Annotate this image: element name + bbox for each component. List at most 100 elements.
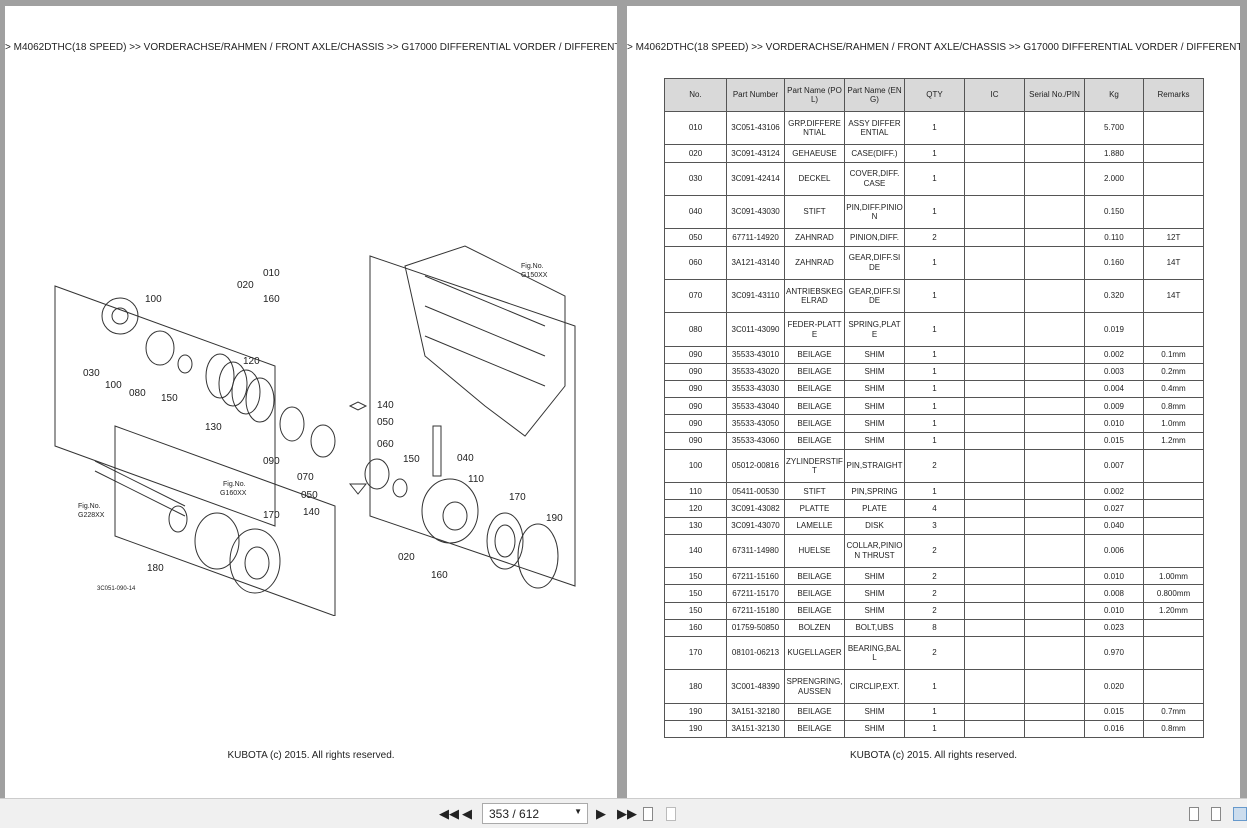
prev-page-icon[interactable]: ◀: [462, 806, 472, 821]
table-cell: LAMELLE: [784, 516, 845, 535]
table-cell: 5.700: [1084, 110, 1144, 146]
footer-copyright: KUBOTA (c) 2015. All rights reserved.: [227, 750, 395, 761]
single-page-view-icon[interactable]: [1189, 807, 1199, 821]
table-cell: 1: [904, 397, 965, 416]
table-cell: [964, 345, 1025, 364]
table-cell: 0.003: [1084, 362, 1144, 382]
table-cell: 67211-15170: [726, 584, 785, 603]
fig-label: Fig.No.: [223, 481, 246, 488]
table-cell: 35533-43040: [726, 397, 785, 416]
table-cell: SHIM: [844, 431, 905, 450]
table-cell: 4: [904, 499, 965, 518]
chevron-down-icon: ▼: [574, 807, 582, 816]
column-header: Kg: [1084, 78, 1144, 112]
table-cell: 1: [904, 719, 965, 739]
table-cell: 0.002: [1084, 482, 1144, 501]
table-cell: BEILAGE: [784, 719, 845, 739]
table-cell: 1: [904, 431, 965, 450]
first-page-icon[interactable]: ◀◀: [439, 806, 459, 821]
fit-page-icon[interactable]: [643, 807, 653, 821]
table-cell: [1024, 618, 1085, 637]
table-cell: [1024, 702, 1085, 721]
callout-label: 070: [297, 472, 314, 483]
table-cell: 140: [664, 533, 727, 569]
table-cell: BEILAGE: [784, 601, 845, 620]
table-cell: 180: [664, 669, 727, 704]
table-cell: [1024, 245, 1085, 280]
table-cell: 150: [664, 567, 727, 586]
table-cell: SHIM: [844, 380, 905, 399]
pdf-page-right: > M4062DTHC(18 SPEED) >> VORDERACHSE/RAH…: [627, 6, 1240, 798]
table-cell: 67311-14980: [726, 533, 785, 569]
table-cell: SHIM: [844, 567, 905, 586]
table-cell: 0.2mm: [1143, 362, 1204, 382]
table-cell: 01759-50850: [726, 618, 785, 637]
table-cell: PIN,DIFF.PINION: [844, 194, 905, 230]
table-cell: 3C011-43090: [726, 312, 785, 347]
table-cell: BEARING,BALL: [844, 635, 905, 671]
callout-label: 140: [303, 507, 320, 518]
table-cell: 0.015: [1084, 702, 1144, 721]
table-cell: 3: [904, 516, 965, 535]
table-cell: GEAR,DIFF.SIDE: [844, 278, 905, 314]
table-cell: [1024, 397, 1085, 416]
table-cell: DECKEL: [784, 161, 845, 196]
two-page-view-icon[interactable]: [1233, 807, 1247, 821]
table-cell: BEILAGE: [784, 567, 845, 586]
callout-label: 100: [105, 380, 122, 391]
next-page-icon[interactable]: ▶: [596, 806, 606, 821]
table-cell: [964, 618, 1025, 637]
table-cell: 0.8mm: [1143, 719, 1204, 739]
table-cell: COVER,DIFF. CASE: [844, 161, 905, 196]
table-cell: BEILAGE: [784, 414, 845, 433]
table-cell: PLATE: [844, 499, 905, 518]
table-cell: [1143, 533, 1204, 569]
table-cell: 0.040: [1084, 516, 1144, 535]
table-cell: [964, 228, 1025, 247]
table-cell: 0.7mm: [1143, 702, 1204, 721]
table-cell: 3C091-43070: [726, 516, 785, 535]
last-page-icon[interactable]: ▶▶: [617, 806, 637, 821]
table-cell: 35533-43010: [726, 345, 785, 364]
table-cell: 090: [664, 380, 727, 399]
table-cell: [1024, 414, 1085, 433]
table-cell: 160: [664, 618, 727, 637]
table-cell: 1: [904, 380, 965, 399]
callout-label: 120: [243, 356, 260, 367]
table-cell: [1024, 448, 1085, 484]
table-cell: SHIM: [844, 414, 905, 433]
fit-width-icon[interactable]: [666, 807, 676, 821]
table-cell: 1.2mm: [1143, 431, 1204, 450]
table-cell: 1: [904, 110, 965, 146]
table-cell: 3C091-43030: [726, 194, 785, 230]
table-cell: 3C091-43124: [726, 144, 785, 163]
table-cell: [964, 669, 1025, 704]
page-number-select[interactable]: 353 / 612▼: [482, 803, 588, 824]
continuous-view-icon[interactable]: [1211, 807, 1221, 821]
table-cell: PIN,STRAIGHT: [844, 448, 905, 484]
callout-label: 030: [83, 368, 100, 379]
table-cell: [964, 245, 1025, 280]
callout-label: 150: [161, 393, 178, 404]
table-cell: 0.320: [1084, 278, 1144, 314]
breadcrumb: > M4062DTHC(18 SPEED) >> VORDERACHSE/RAH…: [5, 42, 617, 53]
table-cell: 090: [664, 397, 727, 416]
diagram-code: 3C051-090-14: [97, 586, 136, 592]
table-cell: 0.016: [1084, 719, 1144, 739]
table-cell: SHIM: [844, 345, 905, 364]
table-cell: PLATTE: [784, 499, 845, 518]
table-cell: 070: [664, 278, 727, 314]
table-cell: SPRING,PLATE: [844, 312, 905, 347]
table-cell: [964, 397, 1025, 416]
table-cell: [1143, 618, 1204, 637]
callout-label: 100: [145, 294, 162, 305]
table-cell: FEDER-PLATTE: [784, 312, 845, 347]
table-cell: DISK: [844, 516, 905, 535]
